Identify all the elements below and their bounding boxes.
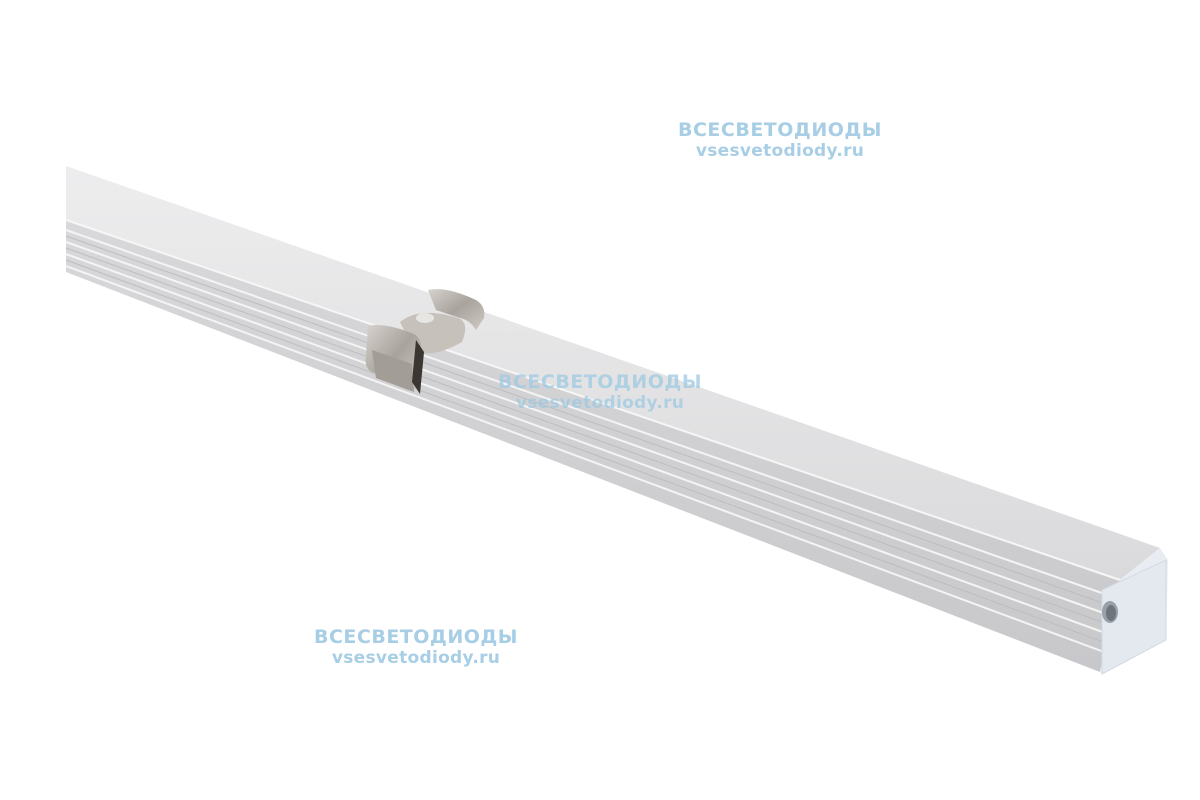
profile-grooves: [65, 229, 1117, 653]
end-cap: [1100, 548, 1168, 675]
mounting-clip: [365, 289, 485, 394]
clip-screw-hole: [416, 313, 434, 323]
aluminum-profile: [65, 166, 1160, 672]
profile-top-face: [66, 166, 1160, 580]
